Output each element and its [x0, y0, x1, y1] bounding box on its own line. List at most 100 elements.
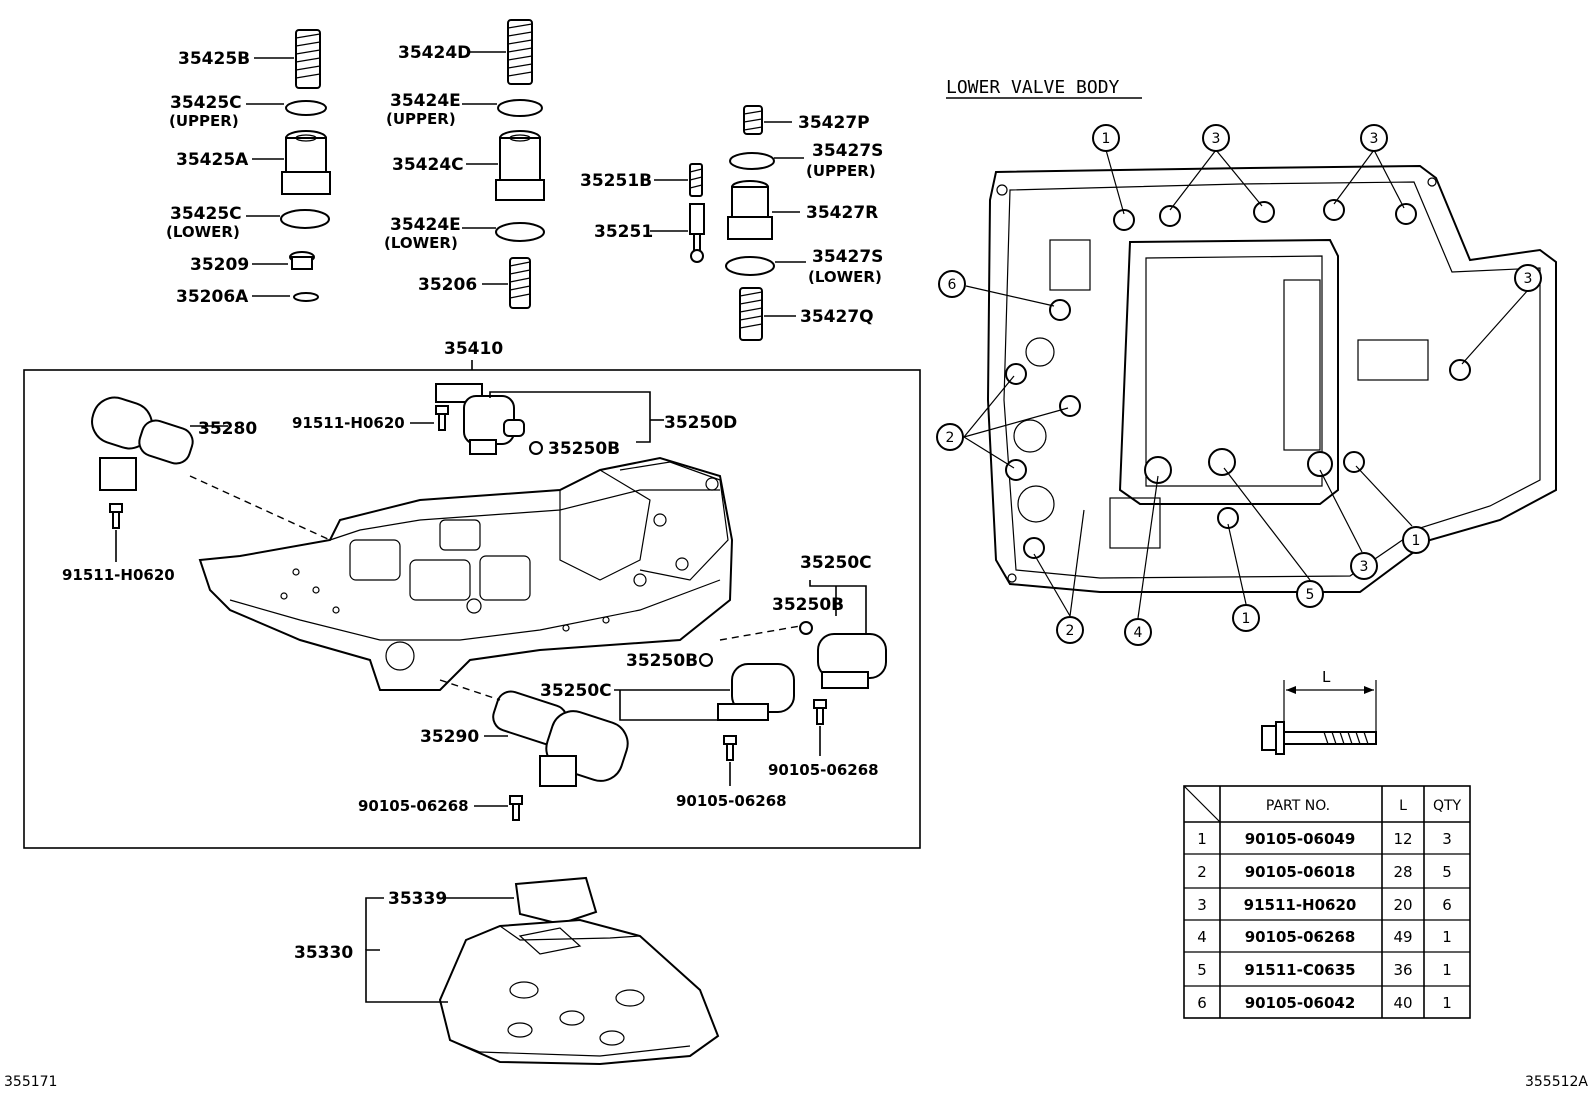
position-label-lower: (LOWER) [808, 268, 882, 286]
part-label-35427R: 35427R [806, 203, 878, 223]
callout-badge [1202, 124, 1230, 152]
bolt-icon [109, 503, 123, 529]
plug-icon [289, 251, 315, 270]
svg-text:6: 6 [1197, 994, 1207, 1012]
part-label-35209: 35209 [190, 255, 249, 275]
table-row: 1 90105-06049 12 3 [1197, 830, 1452, 848]
spring-icon [739, 287, 763, 341]
svg-text:3: 3 [1524, 271, 1533, 287]
position-label-lower: (LOWER) [384, 234, 458, 252]
part-label-35280: 35280 [198, 419, 257, 439]
callout-badge [936, 423, 964, 451]
lower-valve-body-illustration [986, 164, 1557, 593]
svg-text:40: 40 [1393, 994, 1412, 1012]
svg-text:90105-06042: 90105-06042 [1245, 994, 1356, 1012]
solenoid-icon [91, 396, 194, 491]
svg-text:1: 1 [1197, 830, 1207, 848]
part-label-35427P: 35427P [798, 113, 870, 133]
length-label: L [1322, 668, 1331, 686]
part-label-35290: 35290 [420, 727, 479, 747]
part-label-35427Q: 35427Q [800, 307, 874, 327]
strainer-illustration [438, 876, 720, 1066]
clip-icon [293, 292, 319, 302]
sleeve-icon [495, 130, 545, 201]
part-label-35427S-upper: 35427S [812, 141, 883, 161]
part-label-35425C-upper: 35425C [170, 93, 242, 113]
callout-badge [938, 270, 966, 298]
spring-icon [509, 257, 531, 309]
svg-text:28: 28 [1393, 863, 1412, 881]
svg-text:2: 2 [1197, 863, 1207, 881]
part-label-35425B: 35425B [178, 49, 250, 69]
svg-text:1: 1 [1412, 533, 1421, 549]
callout-badge [1514, 264, 1542, 292]
part-label-35250B-c: 35250B [626, 651, 698, 671]
part-label-35339: 35339 [388, 889, 447, 909]
svg-text:20: 20 [1393, 896, 1412, 914]
callout-badge [1232, 604, 1260, 632]
part-label-35250C-b: 35250C [540, 681, 612, 701]
callout-badge [1092, 124, 1120, 152]
assembly-frame [23, 369, 921, 849]
part-label-91511-H0620-b: 91511-H0620 [292, 414, 405, 432]
part-label-35206: 35206 [418, 275, 477, 295]
bolt-dimension-illustration: L [1261, 668, 1377, 755]
part-label-35424E-upper: 35424E [390, 91, 461, 111]
svg-text:4: 4 [1197, 928, 1207, 946]
part-label-35424C: 35424C [392, 155, 464, 175]
bolt-heads [1005, 199, 1471, 559]
table-row: 5 91511-C0635 36 1 [1197, 961, 1452, 979]
callout-badge [1056, 616, 1084, 644]
svg-text:3: 3 [1360, 559, 1369, 575]
valve-body-illustration [198, 456, 734, 691]
svg-text:4: 4 [1134, 625, 1143, 641]
solenoid-icon [435, 383, 525, 455]
bolt-icon [813, 699, 827, 725]
spring-icon [689, 163, 703, 197]
callout-badge [1124, 618, 1152, 646]
section-title: LOWER VALVE BODY [946, 77, 1120, 98]
footer-left-code: 355171 [4, 1074, 57, 1090]
position-label-upper: (UPPER) [386, 110, 456, 128]
bolt-icon [723, 735, 737, 761]
part-label-35250D: 35250D [664, 413, 737, 433]
svg-text:5: 5 [1442, 863, 1452, 881]
part-label-35410: 35410 [444, 339, 503, 359]
sleeve-icon [281, 130, 331, 195]
table-row: 4 90105-06268 49 1 [1197, 928, 1452, 946]
svg-text:5: 5 [1197, 961, 1207, 979]
svg-text:5: 5 [1306, 587, 1315, 603]
o-ring-icon [497, 99, 543, 117]
spring-icon [507, 19, 533, 85]
svg-text:1: 1 [1442, 928, 1452, 946]
svg-text:2: 2 [946, 430, 955, 446]
ball-icon [699, 653, 713, 667]
part-label-35251: 35251 [594, 222, 653, 242]
sleeve-icon [727, 180, 773, 240]
table-row: 2 90105-06018 28 5 [1197, 863, 1452, 881]
part-label-35250C-a: 35250C [800, 553, 872, 573]
part-label-35425A: 35425A [176, 150, 249, 170]
svg-text:2: 2 [1066, 623, 1075, 639]
part-label-35424D: 35424D [398, 43, 471, 63]
table-header-part-no: PART NO. [1266, 798, 1330, 814]
part-label-35206A: 35206A [176, 287, 249, 307]
o-ring-icon [280, 209, 330, 229]
svg-text:1: 1 [1442, 961, 1452, 979]
svg-text:1: 1 [1442, 994, 1452, 1012]
svg-text:3: 3 [1212, 131, 1221, 147]
solenoid-icon [817, 633, 887, 689]
valve-stack-3: 35427P 35427S (UPPER) 35427R 35427S (LOW… [580, 105, 883, 341]
svg-text:91511-C0635: 91511-C0635 [1244, 961, 1355, 979]
part-label-35250B-b: 35250B [772, 595, 844, 615]
svg-text:3: 3 [1442, 830, 1452, 848]
part-label-35251B: 35251B [580, 171, 652, 191]
position-label-lower: (LOWER) [166, 223, 240, 241]
table-header-qty: QTY [1433, 798, 1462, 814]
svg-text:1: 1 [1102, 131, 1111, 147]
bolt-icon [509, 795, 523, 821]
part-label-35330: 35330 [294, 943, 353, 963]
solenoid-icon [492, 690, 629, 787]
svg-text:1: 1 [1242, 611, 1251, 627]
